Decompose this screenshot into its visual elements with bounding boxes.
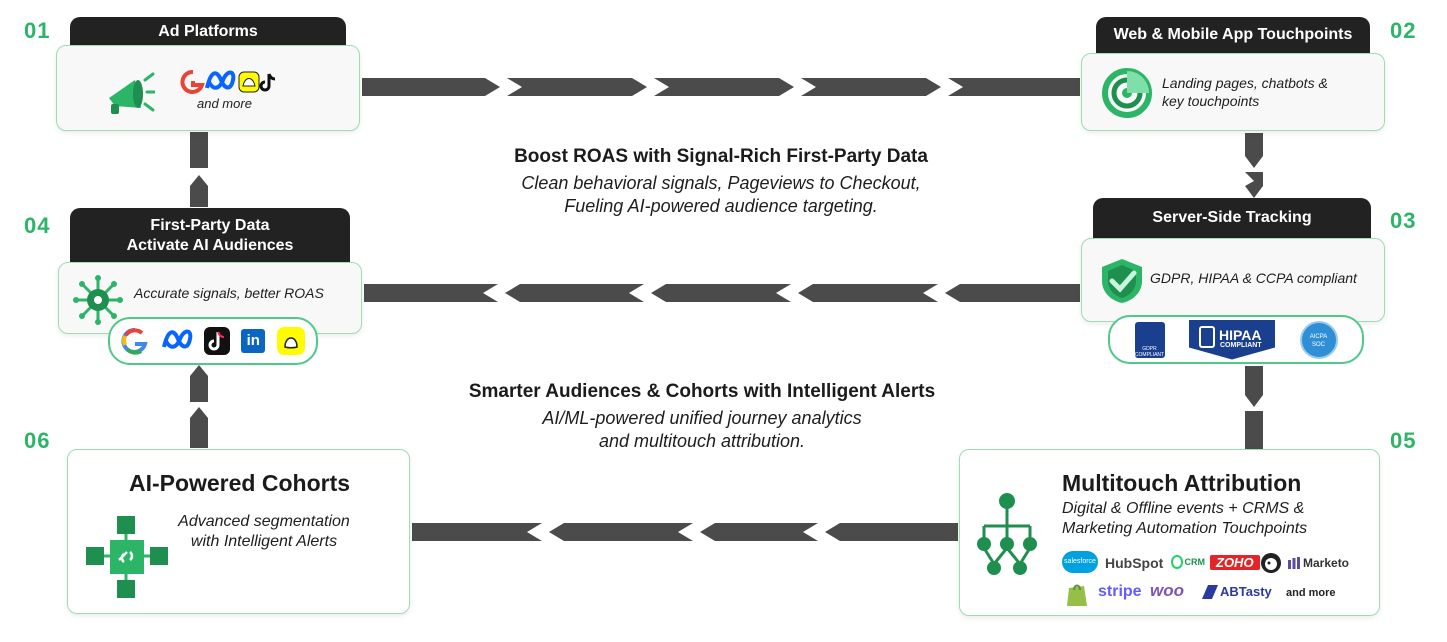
caduceus-icon [1199,325,1215,348]
snapchat-icon [276,327,305,355]
center-top-text: Boost ROAS with Signal-Rich First-Party … [421,146,1021,218]
center-top-line1: Clean behavioral signals, Pageviews to C… [521,173,921,193]
cohorts-title: AI-Powered Cohorts [128,470,351,496]
aicpa-label: AICPA [1309,333,1328,340]
center-mid-line2: and multitouch attribution. [598,431,806,451]
woo-logo: woo [1150,581,1184,600]
hipaa-badge: HIPAA COMPLIANT [1189,319,1275,360]
step-number-01: 01 [24,18,51,43]
marketo-logo: Marketo [1288,556,1349,570]
salesforce-label: salesforce [1064,558,1096,565]
whatsapp-crm-logo: CRM [1171,554,1205,570]
server-side-title: Server-Side Tracking [1152,209,1312,226]
google-icon [121,328,148,355]
zoho-label: ZOHO [1210,555,1260,570]
hierarchy-tree-icon [977,493,1037,575]
soc-label: SOC [1311,341,1325,348]
center-mid-line1: AI/ML-powered unified journey analytics [542,408,862,428]
tiktok-icon [203,327,230,355]
gdpr-badge-label: GDPR COMPLIANT [1134,345,1165,358]
linkedin-label: in [246,332,260,349]
server-side-card: GDPR, HIPAA & CCPA compliant [1081,238,1385,322]
aicpa-soc-badge: AICPA SOC [1299,320,1338,359]
center-mid-title: Smarter Audiences & Cohorts with Intelli… [468,381,936,402]
cohorts-text: Advanced segmentation with Intelligent A… [164,512,364,552]
abtasty-logo: ABTasty [1202,584,1272,599]
tiktok-icon [259,73,276,92]
first-party-text: Accurate signals, better ROAS [134,285,324,301]
salesforce-logo: salesforce [1062,551,1098,573]
center-mid-text: Smarter Audiences & Cohorts with Intelli… [402,381,1002,453]
marketo-label: Marketo [1303,556,1350,570]
marketo-icon [1288,557,1300,569]
cohorts-line2: with Intelligent Alerts [190,533,338,550]
web-touchpoints-header: Web & Mobile App Touchpoints [1096,17,1370,53]
web-touchpoints-line2: key touchpoints [1162,93,1260,109]
web-touchpoints-title: Web & Mobile App Touchpoints [1113,26,1353,43]
ad-platforms-card: and more [56,45,360,131]
ad-platforms-header: Ad Platforms [70,17,346,47]
hipaa-badge-label: HIPAA [1219,326,1262,343]
cohorts-card: AI-Powered Cohorts Advanced segmentation… [67,449,410,614]
shield-check-icon [1102,259,1142,303]
first-party-title-line1: First-Party Data [150,216,270,234]
web-touchpoints-text: Landing pages, chatbots & key touchpoint… [1162,74,1328,110]
meta-icon [161,329,192,349]
cohorts-line1: Advanced segmentation [178,513,350,530]
attribution-card: Multitouch Attribution Digital & Offline… [959,449,1380,616]
target-chart-icon [1102,68,1152,118]
snapchat-icon [238,71,260,93]
ad-logos [180,70,276,94]
abtasty-icon [1202,584,1218,599]
web-touchpoints-line1: Landing pages, chatbots & [1162,75,1328,91]
abtasty-label: ABTasty [1220,584,1272,599]
cohort-network-icon [86,516,168,598]
whatsapp-icon [1171,555,1183,569]
linkedin-icon: in [241,329,266,353]
megaphone-icon [109,72,155,114]
crm-label: CRM [1184,557,1206,567]
attribution-line2: Marketing Automation Touchpoints [1062,520,1308,537]
mailchimp-icon [1261,553,1281,573]
first-party-title-line2: Activate AI Audiences [126,236,294,254]
hipaa-badge-sublabel: COMPLIANT [1220,341,1262,349]
zoho-logo: ZOHO [1210,555,1260,570]
shopify-icon [1067,584,1087,606]
attribution-title: Multitouch Attribution [1062,470,1302,496]
step-number-02: 02 [1390,18,1417,43]
hubspot-logo: HubSpot [1105,555,1164,571]
network-gear-icon [73,275,123,325]
first-party-header: First-Party Data Activate AI Audiences [70,208,350,263]
attribution-line1: Digital & Offline events + CRMS & [1062,500,1305,517]
attribution-text: Digital & Offline events + CRMS & Market… [1062,499,1307,539]
center-top-line2: Fueling AI-powered audience targeting. [564,196,878,216]
google-icon [180,70,205,94]
ad-platforms-more: and more [197,96,252,111]
center-top-title: Boost ROAS with Signal-Rich First-Party … [514,146,928,167]
meta-icon [205,70,236,90]
gdpr-badge: GDPR COMPLIANT [1134,321,1165,358]
web-touchpoints-card: Landing pages, chatbots & key touchpoint… [1081,53,1385,131]
compliance-badges: GDPR COMPLIANT HIPAA COMPLIANT AICPA SOC [1108,315,1364,364]
step-number-06: 06 [24,428,51,453]
step-number-03: 03 [1390,208,1417,233]
step-number-04: 04 [24,213,51,238]
server-side-header: Server-Side Tracking [1093,198,1371,238]
attribution-more: and more [1286,587,1336,599]
server-side-text: GDPR, HIPAA & CCPA compliant [1150,270,1357,286]
stripe-logo: stripe [1098,583,1142,600]
ad-platforms-title: Ad Platforms [158,23,258,40]
step-number-05: 05 [1390,428,1417,453]
first-party-logos: in [108,317,318,365]
